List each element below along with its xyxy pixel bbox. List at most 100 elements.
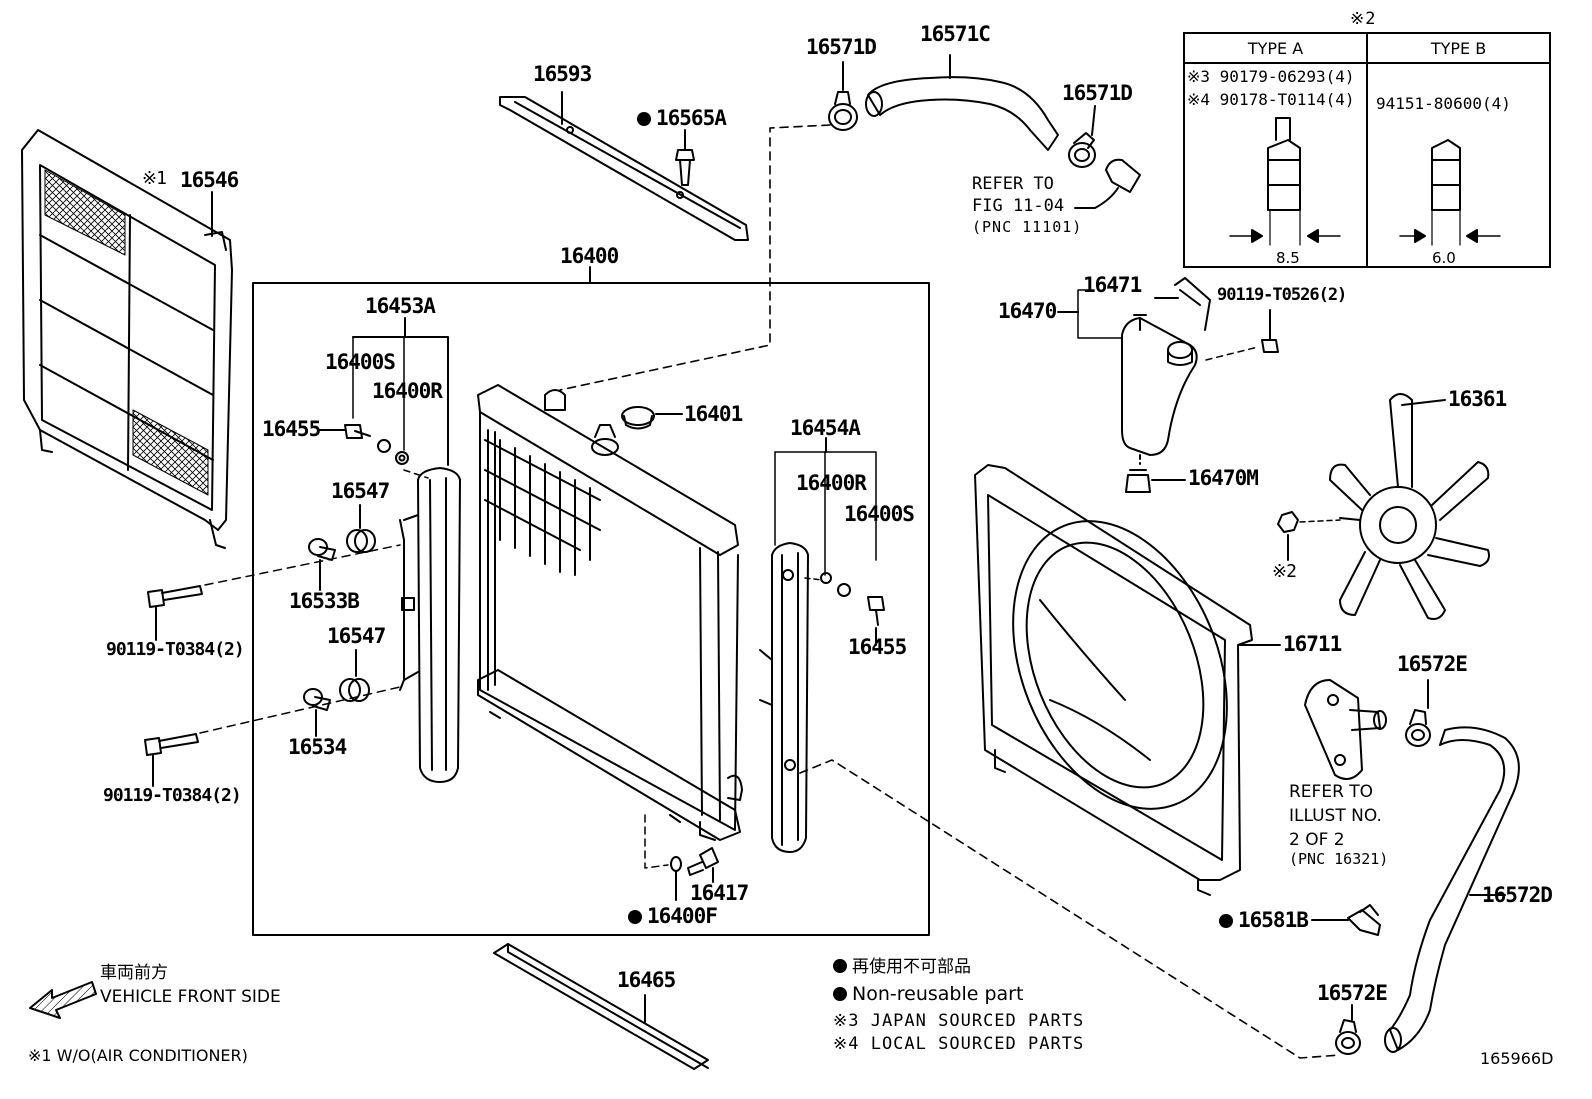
- label-16546: 16546: [180, 168, 239, 192]
- label-16571C: 16571C: [920, 22, 991, 46]
- legend-direction-en: VEHICLE FRONT SIDE: [100, 987, 281, 1007]
- label-16471: 16471: [1083, 273, 1142, 297]
- type-b-part: 94151-80600(4): [1376, 94, 1511, 113]
- refer-illust-line4: (PNC 16321): [1289, 850, 1389, 868]
- label-16400R-left: 16400R: [372, 379, 443, 403]
- label-bolt-upper: 90119-T0384(2): [106, 639, 245, 660]
- clamp-16572E-bottom: [1335, 1004, 1361, 1055]
- label-16593: 16593: [533, 62, 592, 86]
- label-16454A: 16454A: [790, 416, 861, 440]
- label-16571D-right: 16571D: [1062, 81, 1133, 105]
- cap-16401: [621, 406, 683, 430]
- label-16401: 16401: [684, 402, 743, 426]
- clip-16565A: [675, 129, 695, 186]
- clamp-16571D-top: [828, 61, 858, 131]
- bolt-16455-right: [867, 596, 885, 646]
- label-note2: ※2: [1272, 561, 1297, 582]
- type-b-dimension: 6.0: [1432, 249, 1456, 267]
- label-16400: 16400: [560, 244, 619, 268]
- label-16400S-right: 16400S: [844, 502, 915, 526]
- refer-fig-line2: FIG 11-04: [972, 196, 1065, 216]
- label-16572D: 16572D: [1482, 883, 1553, 907]
- refer-fig-line3: (PNC 11101): [972, 218, 1083, 236]
- label-16470: 16470: [998, 299, 1057, 323]
- grille-16546: [21, 129, 233, 549]
- legend-non-reusable-en: Non-reusable part: [833, 985, 1023, 1004]
- grommet-16547-lower: [339, 649, 370, 702]
- type-a-part-1: ※3 90179-06293(4): [1187, 67, 1355, 86]
- type-a-dimension: 8.5: [1276, 249, 1300, 267]
- seal-16400S-right: [837, 583, 851, 597]
- label-16534: 16534: [288, 735, 347, 759]
- cap-16470M: [1125, 469, 1186, 493]
- reservoir-16470: [1121, 277, 1211, 456]
- label-16572E-bottom: 16572E: [1317, 981, 1388, 1005]
- clamp-16572E-top: [1405, 679, 1431, 747]
- clamp-16581B: [1311, 904, 1381, 936]
- legend-direction-jp: 車両前方: [100, 963, 168, 983]
- fan-16361: [1329, 393, 1490, 620]
- label-16453A: 16453A: [365, 294, 436, 318]
- label-16470M: 16470M: [1188, 466, 1259, 490]
- drain-plug-16417: [687, 847, 719, 883]
- engine-pipe: [1105, 158, 1141, 193]
- label-16547-lower: 16547: [327, 624, 386, 648]
- label-16400R-right: 16400R: [796, 471, 867, 495]
- refer-fig-line1: REFER TO: [972, 174, 1054, 194]
- seal-16400S-left: [377, 439, 391, 453]
- label-16581B: 16581B: [1219, 910, 1309, 931]
- fastener-type-table: TYPE A TYPE B: [1183, 32, 1551, 268]
- table-divider: [1366, 34, 1368, 266]
- refer-illust-line1: REFER TO: [1289, 782, 1374, 802]
- label-16546-note: ※1: [142, 168, 167, 189]
- label-16455-left: 16455: [262, 417, 321, 441]
- hose-16571C: [865, 54, 1059, 151]
- legend-non-reusable-jp: 再使用不可部品: [833, 959, 971, 976]
- bolt-T0384-upper: [147, 585, 203, 641]
- label-bolt-lower: 90119-T0384(2): [103, 785, 242, 806]
- label-16565A: 16565A: [637, 108, 727, 129]
- seal-strip-16465: [493, 943, 709, 1070]
- legend-note3: ※3 JAPAN SOURCED PARTS: [833, 1011, 1085, 1031]
- bolt-T0384-lower: [144, 733, 199, 787]
- label-16455-right: 16455: [848, 635, 907, 659]
- tank-16454A: [759, 542, 809, 853]
- bolt-T0526: [1261, 309, 1279, 353]
- label-bolt-tank: 90119-T0526(2): [1217, 285, 1347, 305]
- nut-type-a: [1229, 117, 1341, 246]
- oring-16400R-left: [395, 451, 409, 465]
- collar-16533B: [308, 538, 336, 591]
- type-table-note: ※2: [1350, 9, 1377, 29]
- legend-note1: ※1 W/O(AIR CONDITIONER): [28, 1046, 248, 1065]
- oring-16400R-right: [820, 572, 832, 584]
- leader-refer-fig: [1074, 187, 1119, 209]
- type-b-header: TYPE B: [1368, 34, 1549, 64]
- label-16711: 16711: [1283, 632, 1342, 656]
- label-16533B: 16533B: [289, 589, 360, 613]
- radiator-core: [477, 384, 743, 841]
- tank-16453A: [399, 467, 461, 783]
- legend-note4: ※4 LOCAL SOURCED PARTS: [833, 1034, 1085, 1054]
- collar-16534: [303, 688, 331, 737]
- label-16361: 16361: [1448, 387, 1507, 411]
- type-a-header: TYPE A: [1185, 34, 1368, 64]
- hose-16572D: [1384, 726, 1520, 1053]
- refer-illust-line3: 2 OF 2: [1289, 830, 1345, 850]
- label-16572E-top: 16572E: [1397, 652, 1468, 676]
- oring-16400F: [670, 856, 682, 872]
- nut-type-b: [1399, 139, 1501, 246]
- label-16400F: 16400F: [628, 906, 718, 927]
- label-16400S-left: 16400S: [325, 350, 396, 374]
- bracket-16593: [499, 91, 749, 241]
- label-16547-upper: 16547: [331, 479, 390, 503]
- grommet-16547-upper: [346, 504, 376, 553]
- figure-id: 165966D: [1480, 1049, 1554, 1068]
- nut-note2: [1277, 511, 1299, 561]
- label-16417: 16417: [690, 881, 749, 905]
- refer-illust-line2: ILLUST NO.: [1289, 806, 1382, 826]
- vehicle-front-arrow: [29, 981, 97, 1019]
- shroud-16711: [974, 464, 1253, 896]
- clamp-16571D-right: [1068, 105, 1096, 168]
